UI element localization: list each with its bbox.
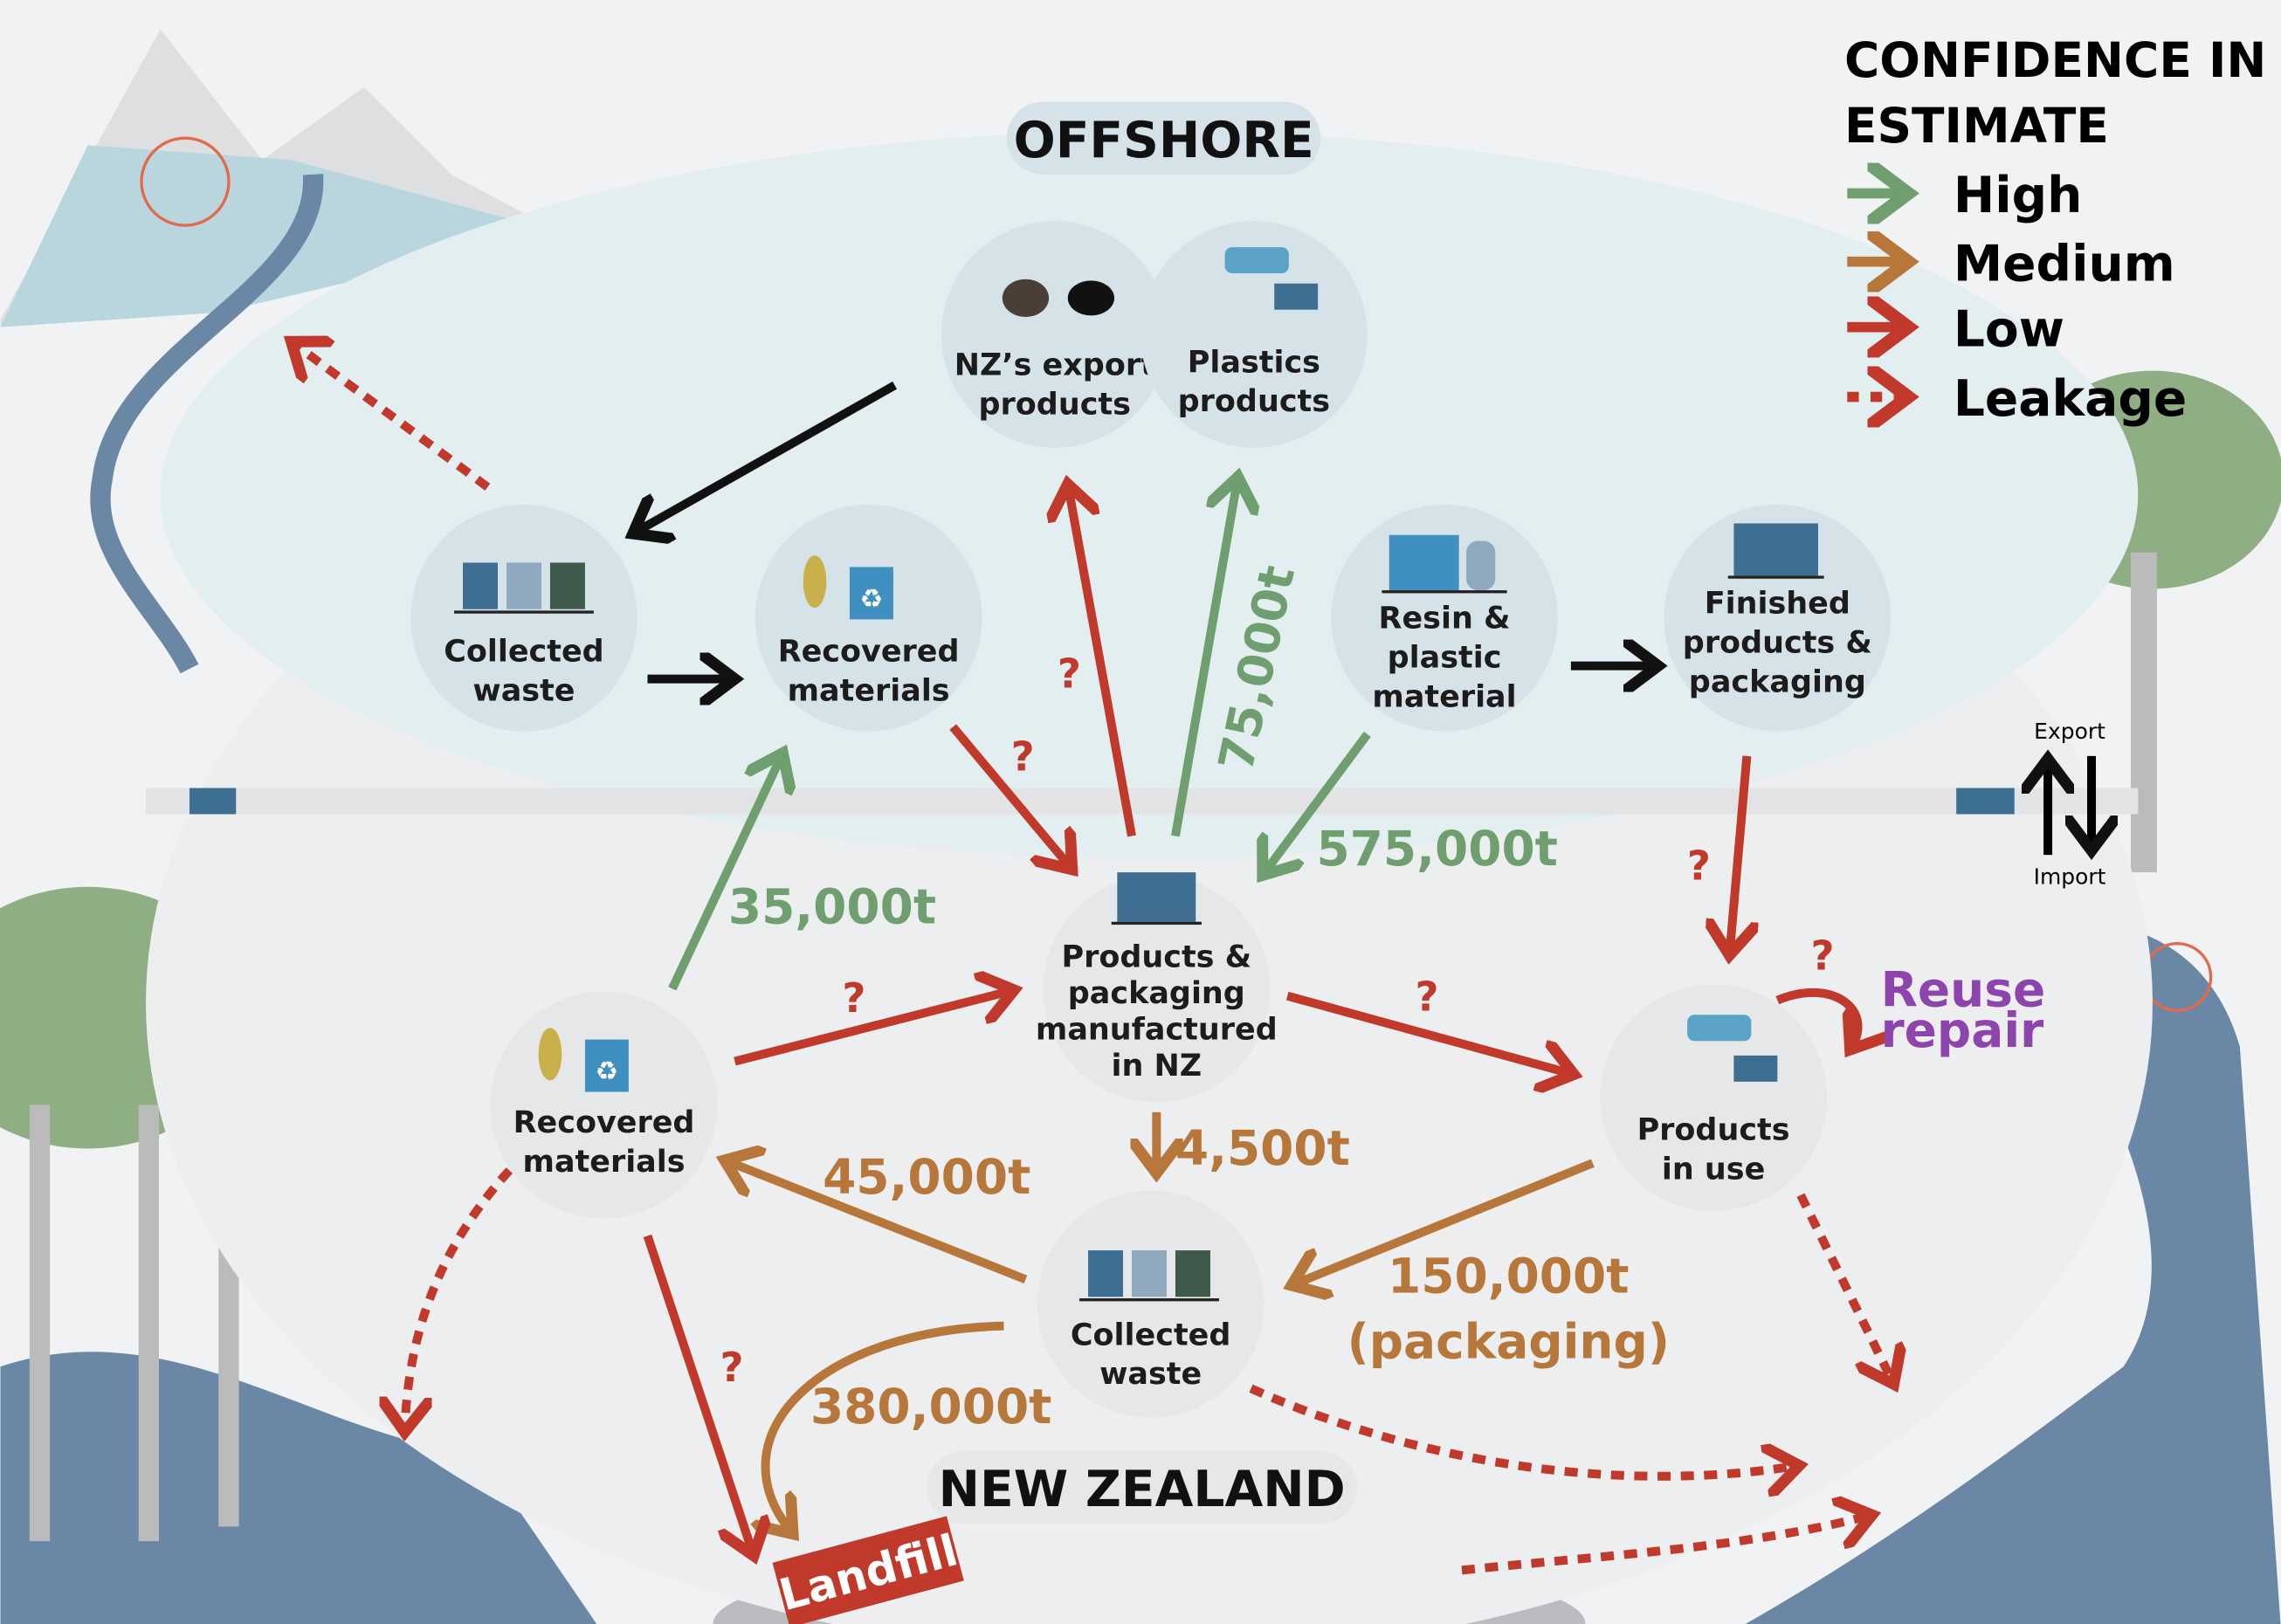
arrow-recovered-to-landfill (643, 1234, 755, 1555)
arrow-leakage-landfill (1461, 1515, 1872, 1575)
svg-text:ESTIMATE: ESTIMATE (1844, 98, 2109, 154)
factory-icon (1111, 872, 1202, 926)
svg-text:♻: ♻ (595, 1056, 618, 1087)
new-zealand-label: NEW ZEALAND (927, 1450, 1358, 1524)
svg-text:CONFIDENCE IN: CONFIDENCE IN (1844, 32, 2266, 88)
bins-icon (1079, 1250, 1219, 1302)
svg-text:45,000t: 45,000t (823, 1149, 1030, 1205)
arrow-leakage-offshore (292, 341, 491, 491)
car-icon (1224, 247, 1289, 274)
arrow-manufactured-to-export (1068, 485, 1136, 837)
arrow-finished-to-in-use (1729, 755, 1747, 955)
offshore-region (160, 130, 2139, 858)
arrow-leakage-collected (1249, 1384, 1800, 1476)
mussel-icon (1067, 280, 1115, 316)
confidence-legend: CONFIDENCE IN ESTIMATE High Medium Low L… (1844, 32, 2266, 428)
svg-text:Export: Export (2034, 719, 2105, 744)
arrow-manufactured-to-plastics (1171, 477, 1238, 837)
svg-text:?: ? (1416, 973, 1439, 1020)
svg-text:150,000t: 150,000t (1388, 1248, 1629, 1304)
border-band (146, 788, 2139, 815)
svg-text:?: ? (1011, 733, 1035, 781)
svg-text:(packaging): (packaging) (1347, 1313, 1670, 1369)
laptop-icon (1274, 283, 1319, 310)
arrow-recovered-to-offshore (668, 754, 783, 991)
kiwi-icon (1002, 279, 1050, 318)
svg-text:?: ? (1810, 932, 1834, 980)
svg-text:repair: repair (1881, 1002, 2044, 1058)
arrow-collected-to-landfill (766, 1321, 1004, 1534)
svg-text:?: ? (1687, 842, 1711, 889)
svg-text:380,000t: 380,000t (810, 1379, 1052, 1435)
arrow-in-use-to-collected (1292, 1159, 1595, 1285)
arrow-recovered-to-manufactured (949, 724, 1072, 870)
svg-text:Medium: Medium (1954, 235, 2175, 292)
arrow-collected-to-recovered (725, 1160, 1028, 1283)
svg-text:Import: Import (2034, 864, 2106, 889)
recycling-bin-icon: ♻ (538, 1028, 629, 1092)
arrow-reuse-repair (1775, 987, 1857, 1049)
laptop-icon (1733, 1055, 1778, 1082)
arrow-leakage-recovered (404, 1167, 513, 1432)
export-import-key: Export Import (2034, 719, 2106, 889)
factory-icon (1727, 523, 1824, 579)
offshore-label: OFFSHORE (1006, 101, 1321, 175)
arrow-manufactured-to-in-use (1285, 991, 1574, 1075)
car-icon (1687, 1015, 1752, 1042)
recycling-bin-icon: ♻ (803, 555, 893, 620)
svg-text:?: ? (1058, 650, 1081, 698)
svg-text:?: ? (842, 974, 865, 1022)
svg-text:35,000t: 35,000t (728, 878, 936, 934)
factory-icon (1382, 534, 1507, 594)
svg-text:Reuse: Reuse (1881, 961, 2046, 1017)
svg-text:575,000t: 575,000t (1316, 821, 1558, 877)
svg-text:?: ? (720, 1344, 744, 1391)
arrow-export-to-collected (633, 381, 898, 533)
svg-text:High: High (1954, 167, 2083, 224)
arrow-recovered-to-manufactured-nz (734, 990, 1014, 1066)
arrow-leakage-in-use (1796, 1193, 1894, 1384)
bins-icon (454, 562, 594, 614)
svg-text:NEW ZEALAND: NEW ZEALAND (939, 1461, 1346, 1518)
svg-text:4,500t: 4,500t (1175, 1120, 1350, 1176)
svg-text:OFFSHORE: OFFSHORE (1014, 112, 1314, 169)
svg-text:Leakage: Leakage (1954, 370, 2187, 428)
svg-text:♻: ♻ (860, 584, 884, 615)
flow-arrows (292, 341, 1894, 1575)
arrow-resin-to-manufactured (1263, 731, 1371, 876)
svg-text:Low: Low (1954, 300, 2064, 358)
